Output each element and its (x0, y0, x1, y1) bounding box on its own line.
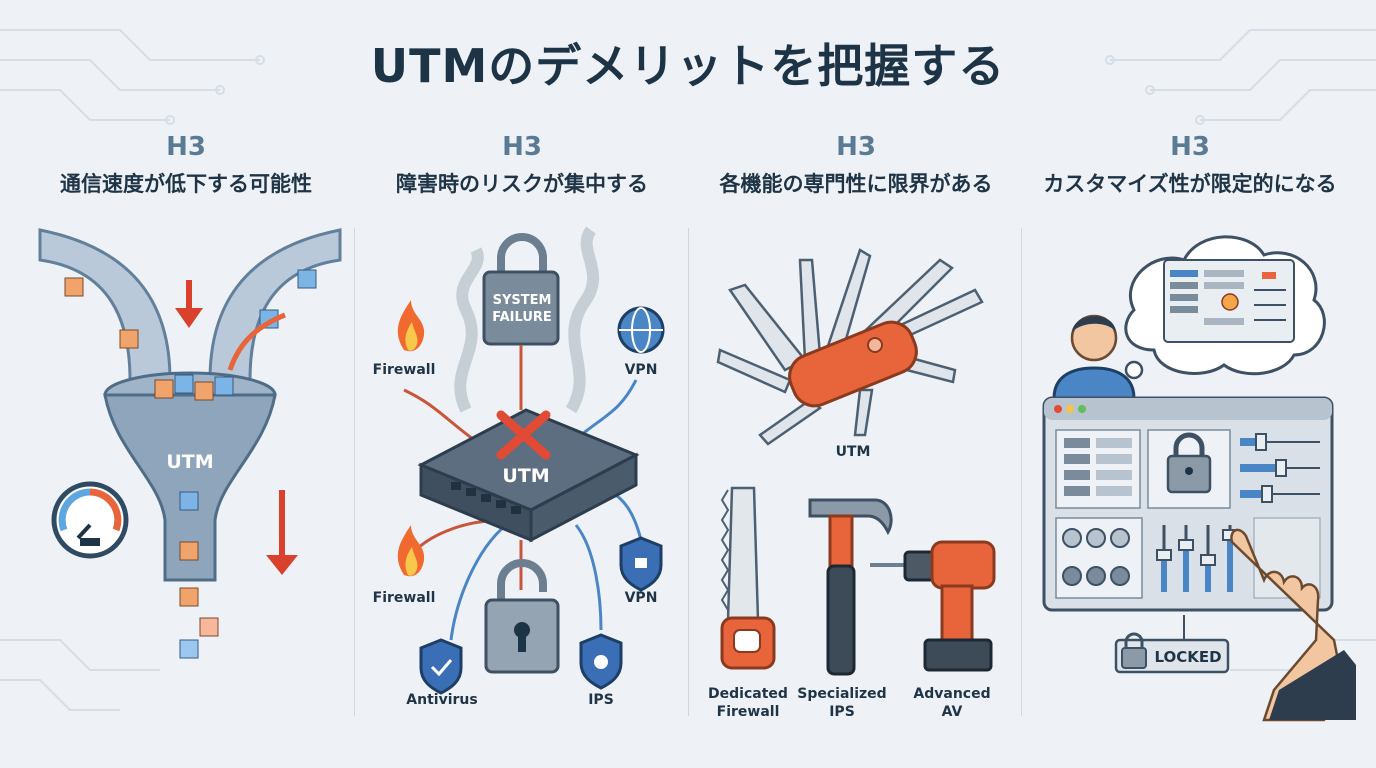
funnel-icon (103, 393, 277, 582)
panel-heading: H3 (836, 132, 876, 162)
flow-arrow-icon (227, 312, 286, 371)
down-arrow-icon (175, 280, 298, 575)
fire-icon (397, 525, 425, 577)
error-x-icon (496, 410, 551, 460)
ips-shield-icon (579, 633, 623, 690)
divider (1021, 228, 1022, 716)
utm-label: UTM (836, 444, 871, 460)
panel-heading: H3 (1170, 132, 1210, 162)
funnel-label: UTM (166, 451, 213, 473)
utm-device-icon: UTM (417, 408, 640, 543)
right-pipe (208, 228, 342, 382)
lock-icon (1166, 432, 1212, 494)
antivirus-label: Antivirus (406, 692, 477, 708)
left-pipe (38, 228, 172, 382)
user-avatar-icon (1052, 314, 1136, 400)
broken-lock-icon (484, 559, 560, 674)
utm-device-label: UTM (502, 465, 549, 487)
page-title: UTMのデメリットを把握する (370, 39, 1006, 93)
locked-label: LOCKED (1154, 648, 1221, 666)
saw-icon (720, 486, 776, 670)
hammer-icon (808, 498, 893, 676)
firewall-label: Firewall (373, 362, 436, 378)
panel-subtitle: 障害時のリスクが集中する (396, 172, 648, 196)
panel-heading: H3 (502, 132, 542, 162)
panel-subtitle: 通信速度が低下する可能性 (60, 172, 312, 196)
antivirus-shield-icon (419, 638, 463, 695)
panel-speed: H3 通信速度が低下する可能性 UTM (20, 120, 352, 730)
panel-heading: H3 (166, 132, 206, 162)
funnel-illustration: UTM (38, 228, 342, 659)
locked-settings-illustration: LOCKED (1042, 235, 1356, 722)
locked-badge: LOCKED (1114, 632, 1230, 674)
firewall-label: Firewall (373, 590, 436, 606)
pointing-hand-icon (1230, 528, 1356, 722)
drill-icon (870, 540, 996, 672)
panel-subtitle: カスタマイズ性が限定的になる (1043, 172, 1337, 196)
multitool-icon (716, 248, 984, 446)
ips-label: IPS (588, 692, 614, 708)
divider (354, 228, 355, 716)
vpn-label: VPN (625, 590, 658, 606)
packet-cubes (64, 269, 317, 659)
vpn-shield-icon (619, 536, 663, 592)
panel-subtitle: 各機能の専門性に限界がある (719, 172, 993, 196)
speed-gauge-icon (51, 481, 129, 559)
globe-icon (617, 306, 665, 354)
settings-window (1042, 396, 1334, 612)
divider (688, 228, 689, 716)
panel-expertise: H3 各機能の専門性に限界がある UTM (690, 120, 1022, 730)
panel-customization: H3 カスタマイズ性が限定的になる (1024, 120, 1356, 730)
thought-cloud-icon (1115, 235, 1326, 392)
fire-icon (397, 300, 425, 352)
vpn-label: VPN (625, 362, 658, 378)
